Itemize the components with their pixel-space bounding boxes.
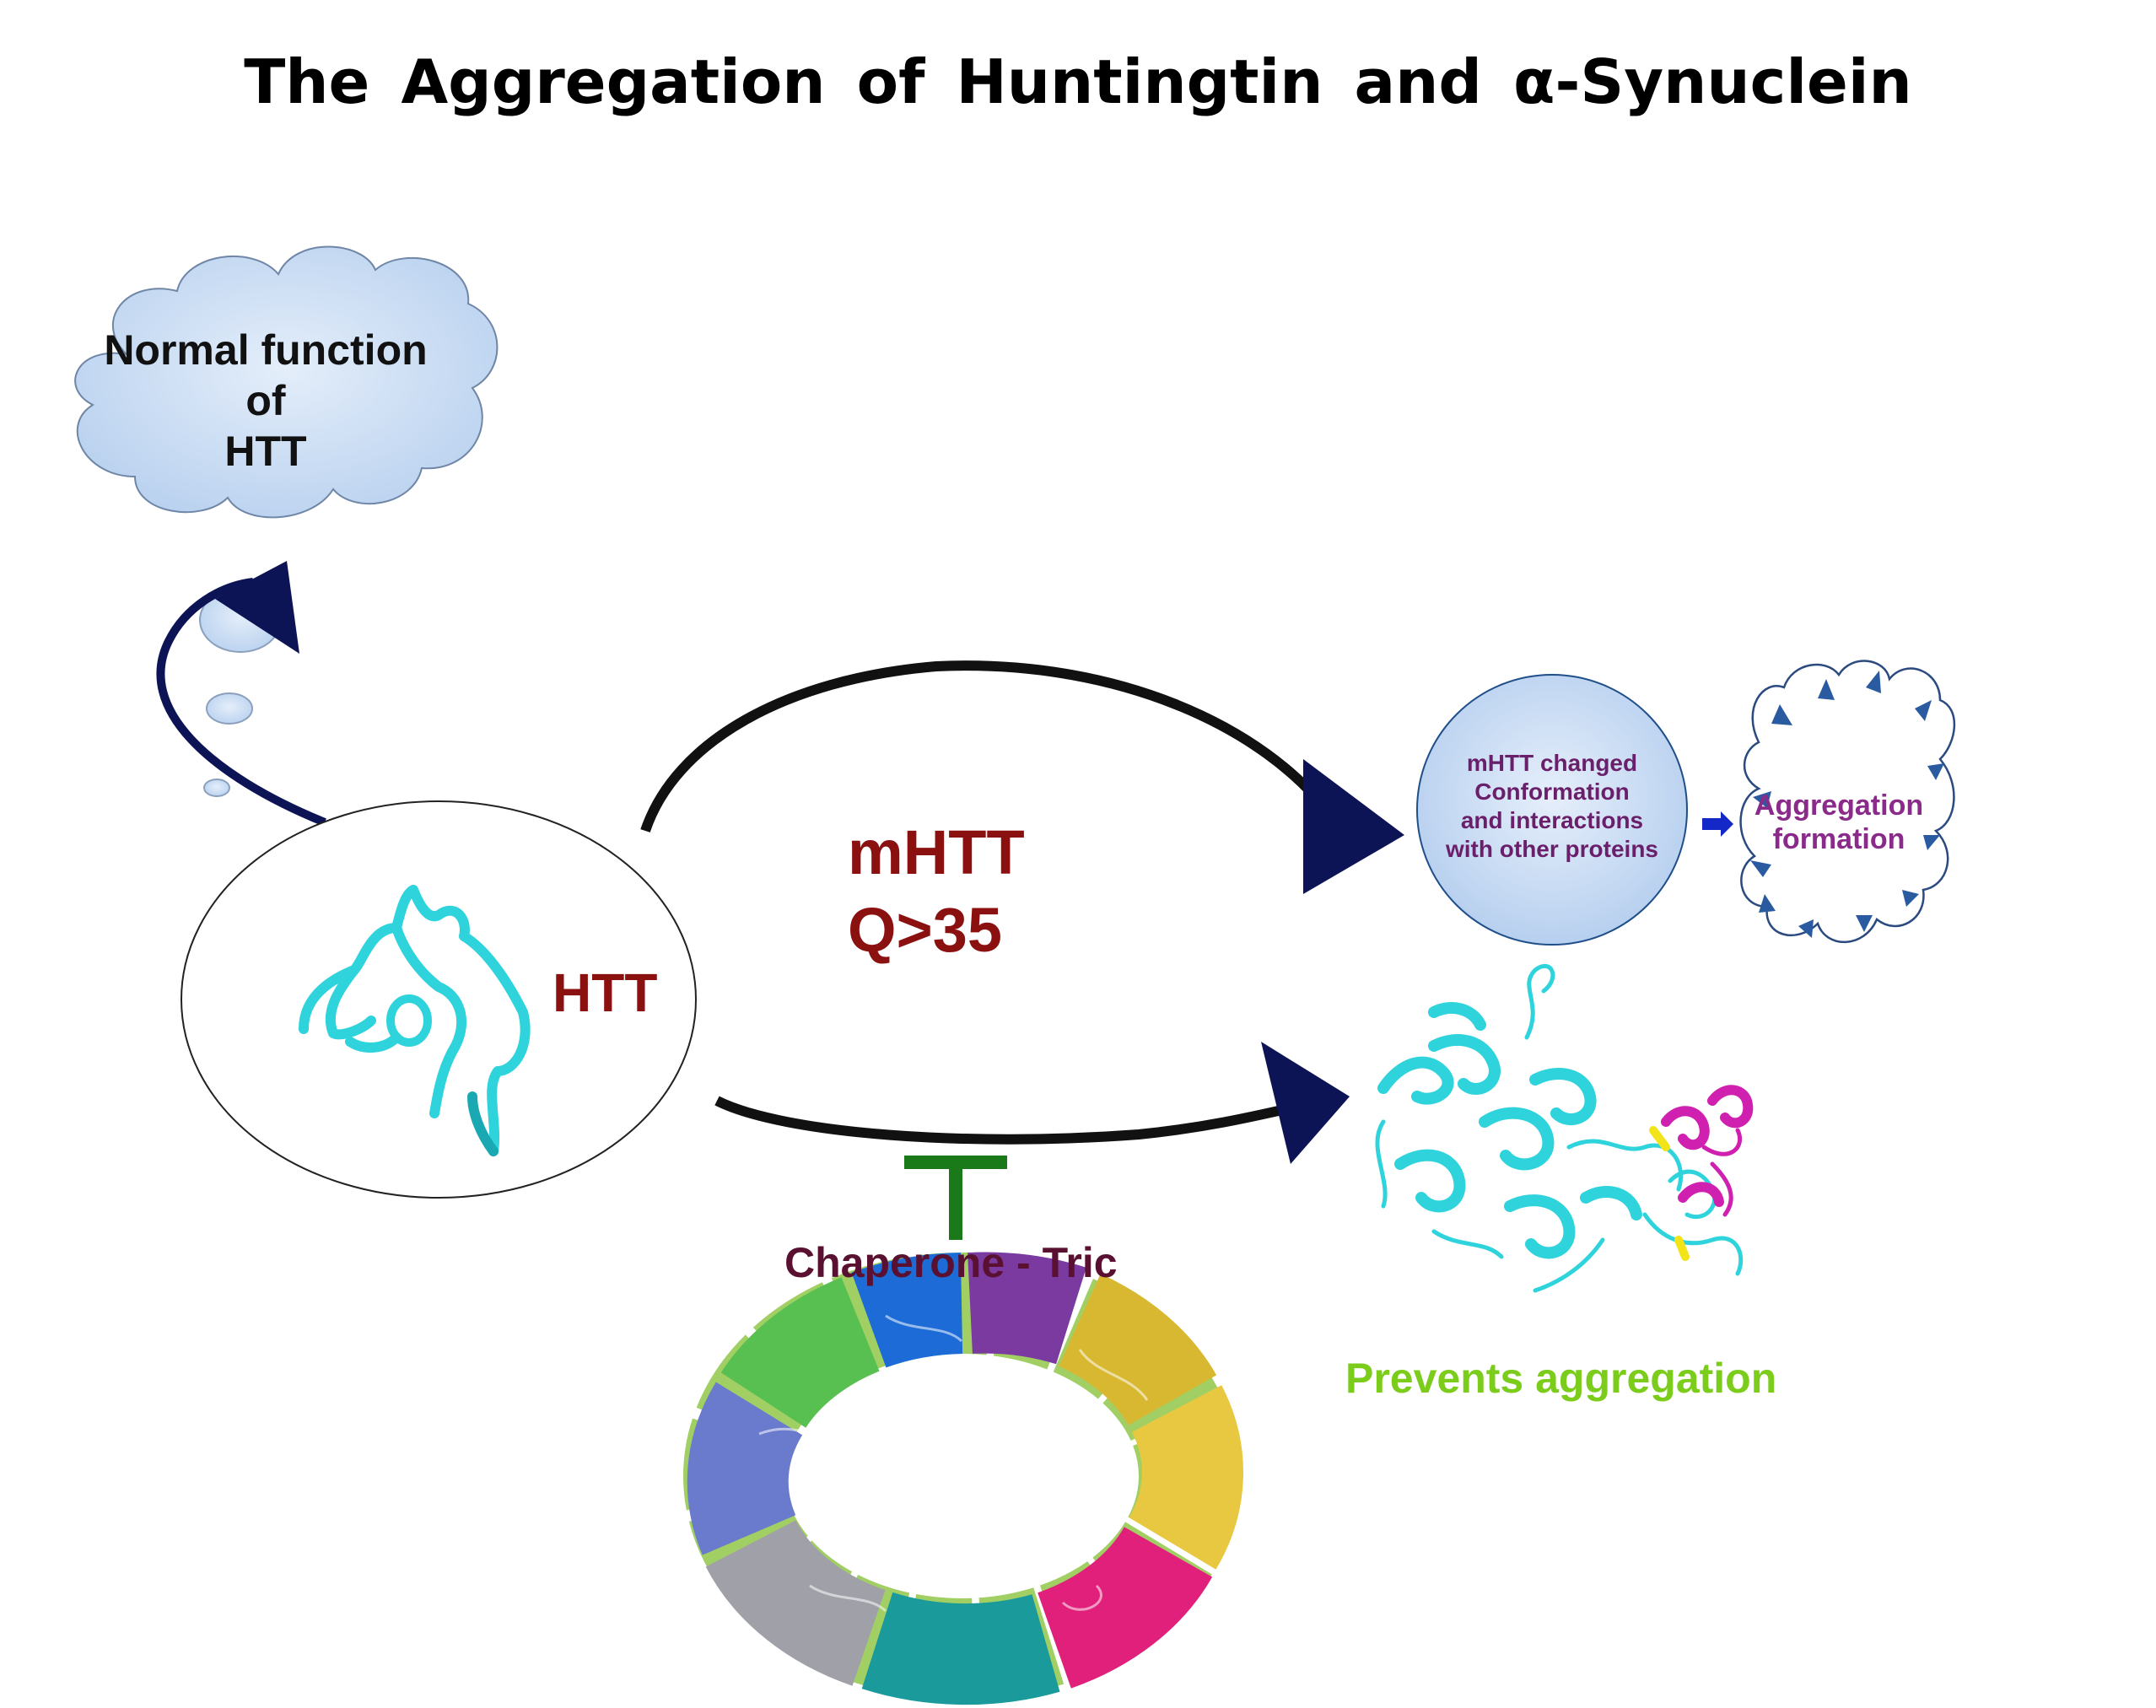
mhtt-line2: Q>35 (848, 895, 1003, 965)
inhibition-bar (904, 1156, 1007, 1240)
htt-ellipse (181, 800, 697, 1199)
arrow-to-mhtt-conformation (640, 660, 1404, 894)
normal-function-line3: HTT (224, 428, 307, 475)
alpha-symbol: α (1513, 46, 1555, 117)
mhtt-line1: mHTT (848, 817, 1025, 887)
chaperone-label: Chaperone - Tric (784, 1239, 1118, 1286)
arrow-to-prevents-aggregation (714, 1042, 1350, 1164)
conformation-line2: Conformation (1474, 779, 1630, 805)
conformation-line4: with other proteins (1446, 836, 1658, 862)
aggregation-line2: formation (1772, 823, 1905, 855)
conformation-circle (1416, 674, 1688, 946)
htt-label: HTT (552, 962, 658, 1023)
conformation-text: mHTT changed Conformation and interactio… (1426, 749, 1679, 864)
conformation-line1: mHTT changed (1466, 750, 1638, 776)
aggregation-cloud (1739, 660, 1956, 944)
normal-function-line1: Normal function (104, 326, 428, 374)
prevents-aggregation-label: Prevents aggregation (1345, 1355, 1777, 1402)
prevents-aggregation-protein (1375, 963, 1754, 1293)
conformation-line3: and interactions (1460, 807, 1644, 833)
chaperone-tric-complex (683, 1252, 1243, 1705)
small-arrow-to-aggregation (1702, 811, 1733, 837)
arrow-to-normal-function (156, 561, 326, 827)
htt-protein-structure (299, 885, 531, 1156)
normal-function-text: Normal function of HTT (97, 325, 434, 477)
diagram-title: The Aggregation of Huntingtin and α-Synu… (244, 46, 1912, 117)
normal-function-line2: of (245, 377, 286, 424)
aggregation-text: Aggregation formation (1729, 789, 1948, 856)
aggregation-line1: Aggregation (1754, 789, 1924, 822)
mhtt-label: mHTT Q>35 (848, 814, 1025, 969)
